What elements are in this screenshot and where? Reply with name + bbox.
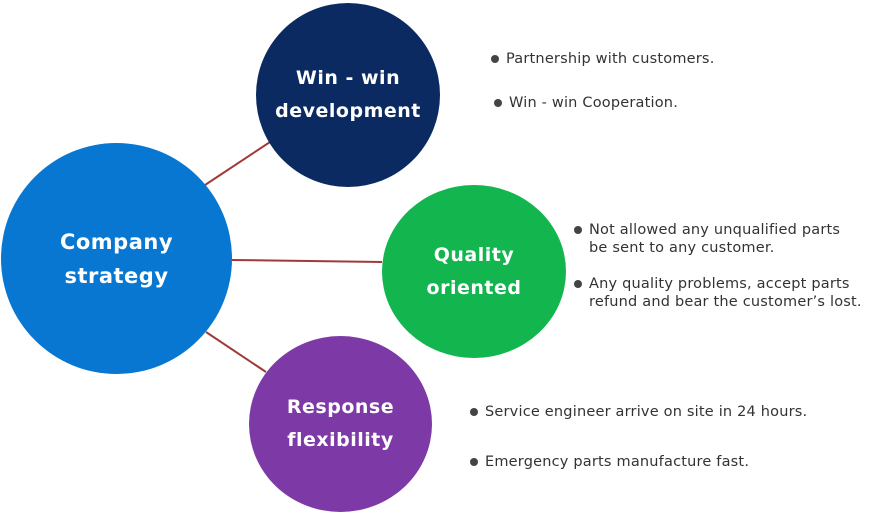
response-flexibility-node: Response flexibility [249,336,432,512]
bullet-text-line2: be sent to any customer. [589,240,775,256]
bullet-text: Win - win Cooperation. [509,95,678,111]
company-strategy-line2: strategy [64,263,169,288]
quality-oriented-node: Quality oriented [382,185,566,358]
bullet-text-line2: refund and bear the customer’s lost. [589,294,862,310]
response-line2: flexibility [287,429,394,451]
bullet-item: Win - win Cooperation. [494,94,715,112]
quality-line1: Quality [433,243,515,266]
bullet-dot-icon [574,226,582,234]
bullet-dot-icon [574,280,582,288]
bullet-item: Partnership with customers. [491,50,715,68]
win-win-line2: development [275,100,421,122]
connector-main-response [205,331,267,373]
response-line1: Response [286,396,395,418]
company-strategy-line1: Company [59,229,174,254]
bullet-dot-icon [470,458,478,466]
win-win-bullet-list: Partnership with customers. Win - win Co… [491,50,715,112]
connector-main-win [204,141,271,186]
bullet-text: Emergency parts manufacture fast. [485,454,750,470]
bullet-text: Service engineer arrive on site in 24 ho… [485,404,808,420]
win-win-development-node: Win - win development [256,3,440,187]
bullet-text-line1: Not allowed any unqualified parts [589,222,841,238]
bullet-item: Service engineer arrive on site in 24 ho… [470,403,807,421]
win-win-line1: Win - win [295,67,401,89]
response-bullet-list: Service engineer arrive on site in 24 ho… [470,403,807,471]
bullet-dot-icon [494,99,502,107]
company-strategy-node: Company strategy [1,143,232,374]
bullet-text-line1: Any quality problems, accept parts [589,276,850,292]
quality-line2: oriented [426,276,522,299]
bullet-dot-icon [470,408,478,416]
bullet-item: Not allowed any unqualified parts be sen… [574,221,862,257]
bullet-dot-icon [491,55,499,63]
bullet-item: Emergency parts manufacture fast. [470,453,807,471]
quality-bullet-list: Not allowed any unqualified parts be sen… [574,221,862,311]
connector-main-quality [231,259,383,263]
bullet-item: Any quality problems, accept parts refun… [574,275,862,311]
bullet-text: Partnership with customers. [506,51,715,67]
